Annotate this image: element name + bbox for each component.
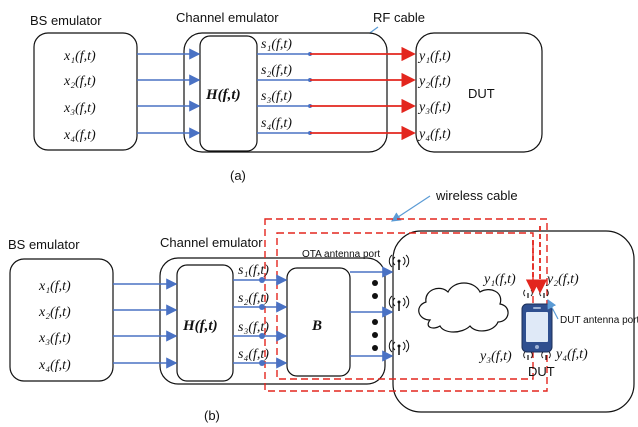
caption-a: (a) <box>230 168 246 183</box>
dut-input-y4-a: y₄(f,t) <box>417 127 451 142</box>
dut-output-y2-b: y₂(f,t) <box>545 272 579 287</box>
dut-output-y1-b: y₁(f,t) <box>482 272 516 287</box>
connector-dot-s2-b <box>259 304 265 310</box>
ota-antenna-3 <box>388 339 410 355</box>
bs-emulator-box-a <box>33 32 138 151</box>
channel-emulator-label-b: Channel emulator <box>160 235 263 250</box>
input-x3-b: x₃(f,t) <box>38 331 71 346</box>
input-x2-b: x₂(f,t) <box>38 305 71 320</box>
ota-antenna-1 <box>388 254 410 270</box>
output-s3-a: s₃(f,t) <box>261 89 292 104</box>
output-s2-a: s₂(f,t) <box>261 63 292 78</box>
input-x3-a: x₃(f,t) <box>63 101 96 116</box>
dut-antenna-port-label: DUT antenna port <box>560 315 638 326</box>
dut-chamber-box <box>392 230 635 413</box>
h-matrix-box-b <box>176 264 234 382</box>
output-s1-b: s₁(f,t) <box>238 263 269 278</box>
dut-input-y3-a: y₃(f,t) <box>417 100 451 115</box>
output-s4-a: s₄(f,t) <box>261 116 292 131</box>
h-matrix-label-b: H(f,t) <box>182 318 218 334</box>
b-matrix-box <box>286 267 351 377</box>
input-x2-a: x₂(f,t) <box>63 74 96 89</box>
output-s2-b: s₂(f,t) <box>238 291 269 306</box>
connector-dot-s1-b <box>259 277 265 283</box>
wireless-cable-pointer <box>390 195 431 222</box>
input-x4-b: x₄(f,t) <box>38 358 71 373</box>
caption-b: (b) <box>204 408 220 423</box>
diagram-b: wireless cable BS emulator Channel emula… <box>8 188 638 423</box>
b-matrix-label: B <box>311 318 322 334</box>
output-s3-b: s₃(f,t) <box>238 320 269 335</box>
output-s4-b: s₄(f,t) <box>238 347 269 362</box>
dut-antenna-port-pointer <box>547 298 559 320</box>
rf-cable-label: RF cable <box>373 10 425 25</box>
mobile-phone-icon <box>521 303 553 353</box>
dut-output-y4-b: y₄(f,t) <box>554 347 588 362</box>
dut-label-b: DUT <box>528 364 555 379</box>
dut-box-a <box>415 32 543 153</box>
connector-dot-s4-b <box>259 360 265 366</box>
wireless-cable-label: wireless cable <box>435 188 518 203</box>
connector-dot-s3-b <box>259 333 265 339</box>
ellipsis-dots <box>372 280 378 351</box>
channel-emulator-label-a: Channel emulator <box>176 10 279 25</box>
bs-emulator-box-b <box>9 258 114 382</box>
dut-input-y2-a: y₂(f,t) <box>417 74 451 89</box>
diagram-a: BS emulator Channel emulator RF cable H(… <box>30 10 543 183</box>
dut-output-y3-b: y₃(f,t) <box>478 349 512 364</box>
ota-antenna-2 <box>388 295 410 311</box>
ota-antenna-port-label: OTA antenna port <box>302 249 380 260</box>
h-matrix-label-a: H(f,t) <box>205 87 241 103</box>
bs-emulator-label-a: BS emulator <box>30 13 102 28</box>
bs-emulator-label-b: BS emulator <box>8 237 80 252</box>
h-matrix-box-a <box>199 35 258 152</box>
dut-label-a: DUT <box>468 86 495 101</box>
input-x1-a: x₁(f,t) <box>63 49 96 64</box>
input-x4-a: x₄(f,t) <box>63 128 96 143</box>
propagation-cloud-icon <box>418 282 509 333</box>
input-x1-b: x₁(f,t) <box>38 279 71 294</box>
output-s1-a: s₁(f,t) <box>261 37 292 52</box>
dut-input-y1-a: y₁(f,t) <box>417 49 451 64</box>
